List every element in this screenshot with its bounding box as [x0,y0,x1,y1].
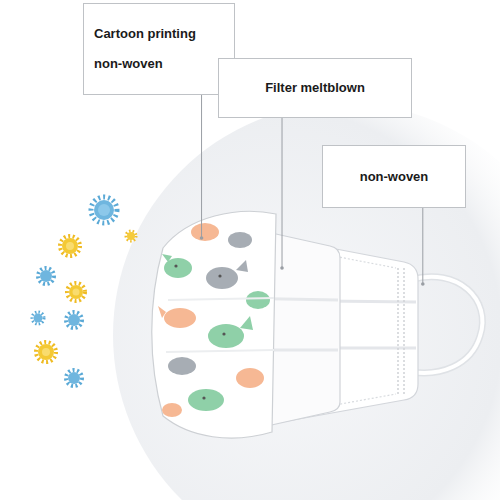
leader-line [422,208,423,284]
callout-box: Cartoon printing non-woven [83,3,235,95]
callout-box: non-woven [322,145,466,208]
leader-line [201,95,202,238]
callout-label: Cartoon printing non-woven [94,19,222,79]
leader-dot [200,236,204,240]
ear-loop [410,277,482,373]
leader-dot [280,266,284,270]
callout-label: non-woven [360,168,429,186]
cartoon-layer [152,211,276,438]
leader-line [282,118,283,268]
callout-box: Filter meltblown [218,58,412,118]
leader-dot [421,282,425,286]
virus-particles [32,197,136,386]
callout-label: Filter meltblown [265,79,365,97]
backdrop-circle [113,103,500,500]
